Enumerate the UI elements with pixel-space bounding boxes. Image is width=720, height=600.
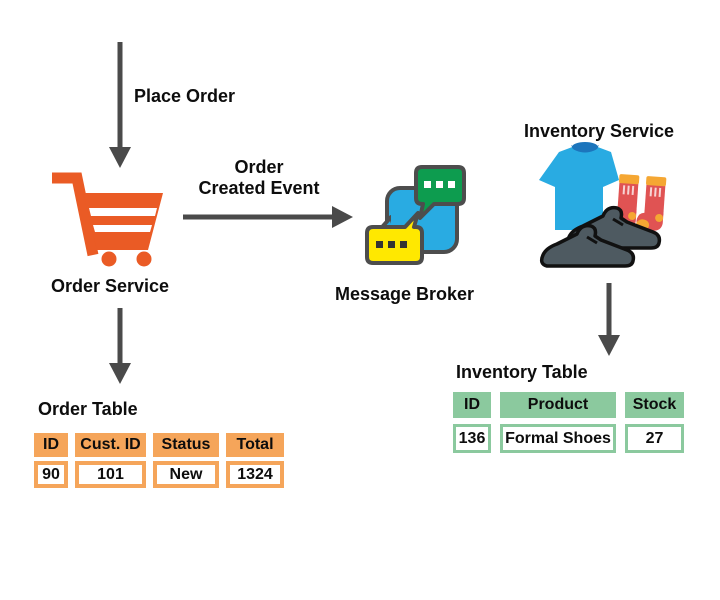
message-broker-label: Message Broker (334, 284, 475, 304)
order-service-label: Order Service (50, 276, 170, 296)
order-table-cell-cust-id: 101 (75, 461, 146, 488)
order-created-event-label: Order Created Event (193, 157, 325, 199)
yellow-bubble (365, 211, 424, 265)
tshirt-icon (539, 142, 619, 230)
order-table-header-status: Status (153, 433, 219, 457)
shopping-cart-icon (52, 172, 163, 267)
clothing-icon (539, 142, 667, 268)
order-service-to-order-table-arrow (109, 308, 131, 384)
place-order-arrow (109, 42, 131, 168)
inventory-service-label: Inventory Service (523, 121, 675, 141)
order-created-event-arrow (183, 206, 353, 228)
inventory-table-cell-product: Formal Shoes (500, 424, 616, 453)
order-table-title: Order Table (38, 399, 138, 419)
green-bubble (414, 165, 466, 220)
order-table-cell-id: 90 (34, 461, 68, 488)
chat-bubbles-icon (365, 165, 466, 265)
inventory-table-header-product: Product (500, 392, 616, 418)
order-table-header-cust-id: Cust. ID (75, 433, 146, 457)
order-table-cell-status: New (153, 461, 219, 488)
inventory-table-title: Inventory Table (456, 362, 588, 382)
shoes-icon (539, 205, 662, 268)
inventory-table-header-stock: Stock (625, 392, 684, 418)
order-table-header-row: ID Cust. ID Status Total (34, 433, 284, 457)
inventory-table-cell-id: 136 (453, 424, 491, 453)
order-created-line2: Created Event (198, 178, 320, 198)
order-table-cell-total: 1324 (226, 461, 284, 488)
order-table-header-id: ID (34, 433, 68, 457)
order-table-data-row: 90 101 New 1324 (34, 461, 284, 488)
order-created-line1: Order (234, 157, 284, 177)
inventory-table-cell-stock: 27 (625, 424, 684, 453)
place-order-label: Place Order (134, 86, 236, 106)
inventory-service-to-inventory-table-arrow (598, 283, 620, 356)
inventory-table-header-row: ID Product Stock (453, 392, 684, 418)
order-table-header-total: Total (226, 433, 284, 457)
inventory-table-data-row: 136 Formal Shoes 27 (453, 424, 684, 453)
inventory-table-header-id: ID (453, 392, 491, 418)
